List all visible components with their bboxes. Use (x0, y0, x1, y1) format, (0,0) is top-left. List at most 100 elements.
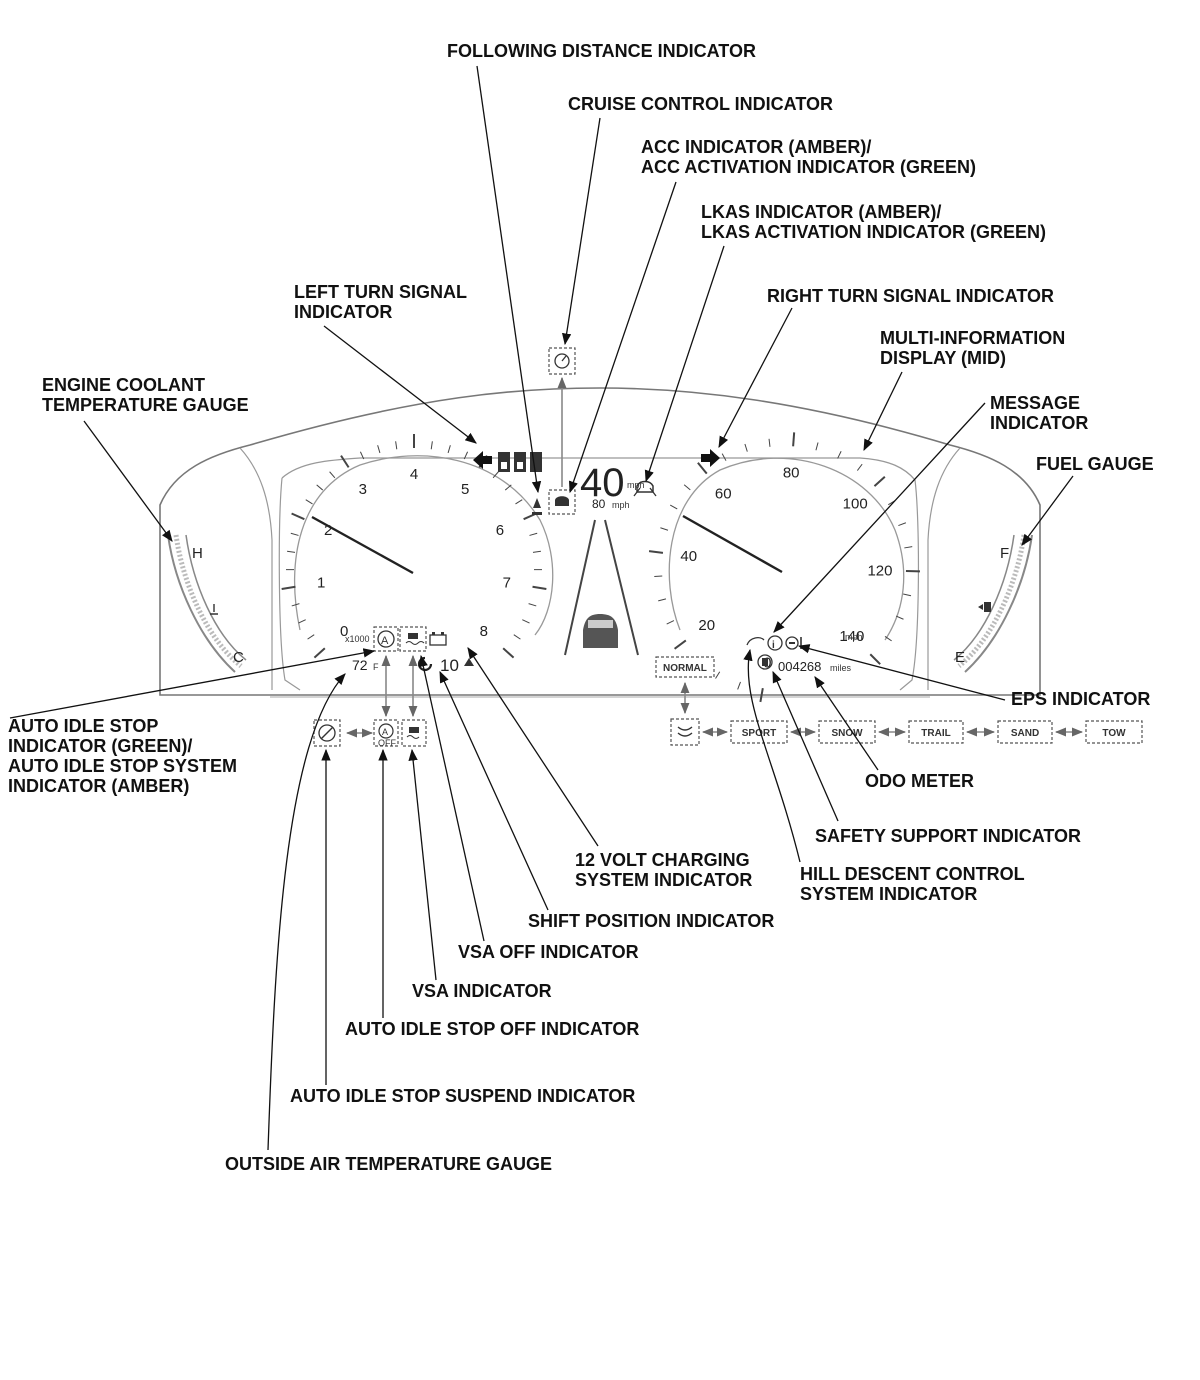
vsa-icon (405, 633, 425, 645)
gauge-tick (290, 532, 299, 536)
label-acc-line1: ACC INDICATOR (AMBER)/ (641, 137, 871, 157)
tach-number: 5 (461, 481, 469, 498)
gauge-tick (377, 445, 381, 454)
label-mid-line2: DISPLAY (MID) (880, 348, 1006, 368)
gauge-tick (532, 550, 541, 553)
outside-temp-unit: F (373, 662, 379, 672)
battery-icon (429, 632, 447, 646)
leader-fuel (1021, 475, 1074, 546)
leader-vsa (408, 748, 437, 981)
auto-idle-suspend-icon (318, 724, 336, 742)
gauge-tick (307, 634, 315, 640)
gauge-tick (654, 575, 663, 578)
speedo-number: 80 (783, 464, 800, 481)
gauge-tick (313, 647, 326, 659)
gauge-tick (463, 451, 469, 460)
mode-sand-label: SAND (1011, 728, 1039, 739)
leader-auto-idle (9, 648, 376, 719)
gauge-tick (287, 550, 296, 553)
gauge-tick (492, 471, 499, 479)
label-auto-idle-line3: AUTO IDLE STOP SYSTEM (8, 756, 237, 776)
mode-normal-box (655, 656, 715, 678)
speedo-number: 100 (843, 496, 868, 513)
mode-normal-label: NORMAL (663, 663, 707, 674)
tach-number: 2 (324, 522, 332, 539)
gauge-tick (744, 443, 748, 452)
eps-icon (785, 636, 802, 650)
tach-number: 8 (480, 623, 488, 640)
label-cruise-control: CRUISE CONTROL INDICATOR (568, 94, 833, 114)
cluster-housing (159, 387, 1041, 698)
label-message-line1: MESSAGE (990, 393, 1080, 413)
gauge-tick (768, 438, 771, 447)
gauge-tick (815, 442, 819, 451)
mode-tow-label: TOW (1102, 728, 1126, 739)
gauge-tick (502, 647, 515, 659)
tach-number: 3 (359, 481, 367, 498)
lkas-icon (633, 480, 657, 497)
car-icon (583, 614, 618, 648)
gauge-tick (898, 522, 907, 527)
gauge-tick (298, 619, 306, 624)
following-distance-icon (532, 498, 542, 515)
tach-number: 0 (340, 623, 348, 640)
label-message-line2: INDICATOR (990, 413, 1088, 433)
gauge-tick (856, 463, 863, 471)
gauge-tick (683, 484, 691, 491)
tach-number: 7 (503, 575, 511, 592)
mode-trail-label: TRAIL (921, 728, 950, 739)
label-vsa-off: VSA OFF INDICATOR (458, 942, 639, 962)
gauge-tick (291, 512, 305, 521)
set-speed-unit: mph (612, 500, 630, 510)
label-charging-line2: SYSTEM INDICATOR (575, 870, 752, 890)
gauge-tick (658, 598, 667, 602)
gauge-tick (669, 504, 678, 510)
gauge-tick (737, 681, 741, 690)
gauge-tick (522, 619, 530, 624)
coolant-thermometer-icon (210, 604, 218, 615)
gauge-tick (291, 603, 300, 607)
gauge-tick (869, 653, 881, 665)
leader-shift-position (439, 670, 549, 911)
gauge-tick (673, 639, 687, 650)
label-auto-idle-line1: AUTO IDLE STOP (8, 716, 158, 736)
gauge-tick (697, 462, 708, 475)
gauge-tick (359, 451, 365, 460)
gauge-tick (329, 471, 336, 479)
leader-right-turn (718, 307, 793, 449)
terrain-mode-icon (677, 726, 693, 737)
gauge-tick (792, 432, 796, 447)
speedo-unit-label: mph (845, 632, 863, 642)
gauge-tick (515, 499, 523, 505)
gauge-tick (660, 527, 669, 531)
leader-coolant (83, 420, 173, 542)
leader-lines (9, 65, 1074, 1151)
gauge-tick (715, 671, 721, 679)
digital-speed: 40 (580, 461, 625, 505)
gauge-tick (903, 593, 912, 597)
leader-acc (568, 181, 677, 494)
gauge-tick (759, 687, 764, 703)
leader-lkas (644, 245, 725, 483)
label-lkas-line2: LKAS ACTIVATION INDICATOR (GREEN) (701, 222, 1046, 242)
odometer-value: 004268 (778, 659, 821, 674)
speedo-number: 120 (867, 562, 892, 579)
label-safety-support: SAFETY SUPPORT INDICATOR (815, 826, 1081, 846)
acc-car-icon (555, 496, 569, 506)
gauge-tick (895, 615, 904, 620)
svg-text:A: A (382, 727, 388, 737)
gauge-tick (513, 634, 521, 640)
svg-text:i: i (772, 640, 775, 651)
leader-hill-descent (743, 648, 801, 863)
fuel-gauge: F E (953, 534, 1033, 673)
mode-sand-box (997, 720, 1053, 744)
label-coolant-line1: ENGINE COOLANT (42, 375, 205, 395)
gauge-tick (837, 451, 842, 459)
outside-temp: 72 (352, 657, 368, 673)
left-turn-signal-icon (473, 451, 492, 469)
label-right-turn: RIGHT TURN SIGNAL INDICATOR (767, 286, 1054, 306)
gauge-tick (904, 546, 913, 549)
